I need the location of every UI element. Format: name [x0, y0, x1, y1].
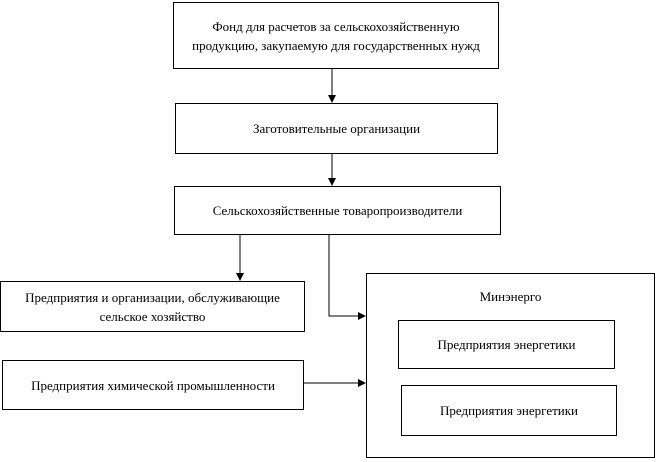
node-procurement-label: Заготовительные организации: [252, 121, 421, 136]
node-service: Предприятия и организации, обслуживающие…: [0, 281, 305, 332]
node-minenergo-label: Минэнерго: [479, 289, 542, 304]
node-energy-2-label: Предприятия энергетики: [439, 403, 578, 418]
node-procurement: Заготовительные организации: [175, 103, 498, 154]
arrow-producers-to-minenergo: [328, 235, 366, 320]
node-fund-label: Фонд для расчетов за сельскохозяйственну…: [192, 18, 480, 53]
node-fund: Фонд для расчетов за сельскохозяйственну…: [173, 2, 499, 69]
node-energy-1-label: Предприятия энергетики: [437, 337, 576, 352]
node-service-label: Предприятия и организации, обслуживающие…: [25, 289, 280, 324]
node-energy-1: Предприятия энергетики: [398, 320, 615, 369]
node-chemical: Предприятия химической промышленности: [2, 360, 304, 410]
node-chemical-label: Предприятия химической промышленности: [31, 377, 275, 393]
node-energy-2: Предприятия энергетики: [401, 385, 617, 436]
node-producers-label: Сельскохозяйственные товаропроизводители: [212, 203, 463, 218]
node-producers: Сельскохозяйственные товаропроизводители: [174, 186, 501, 235]
